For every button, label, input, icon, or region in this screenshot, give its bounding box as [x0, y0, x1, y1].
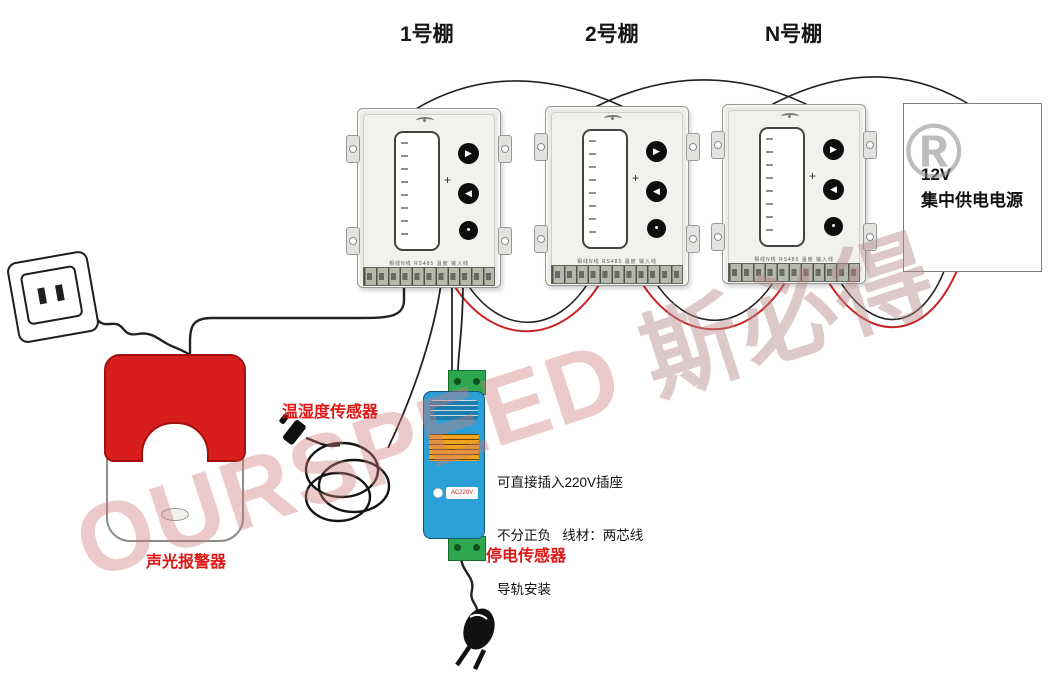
mounting-ear [346, 227, 360, 255]
module-terminal-top [448, 370, 486, 395]
plus-mark: + [444, 173, 452, 187]
note-line-2: 不分正负 线材：两芯线 [497, 528, 644, 544]
shed-1-label: 1号棚 [400, 23, 454, 46]
plus-mark: + [632, 171, 640, 185]
alarm-speaker-oval [161, 508, 189, 521]
bottom-power-wires [451, 265, 959, 333]
module-wire-2 [457, 283, 464, 373]
set-button: • [647, 219, 666, 238]
psu-label-line2: 集中供电电源 [921, 191, 1023, 211]
power-adapter [5, 249, 101, 345]
terminal-block [363, 267, 495, 286]
temp-sensor-label: 温湿度传感器 [282, 404, 379, 421]
psu-box: 12V 集中供电电源 [903, 103, 1042, 272]
mounting-ear [498, 227, 512, 255]
alarm-cable [188, 284, 406, 358]
psu-label: 12V 集中供电电源 [921, 162, 1023, 215]
module-orange-label [429, 434, 479, 461]
module-header-label [430, 400, 478, 420]
temp-sensor-cable [387, 283, 442, 449]
power-plug-icon [455, 608, 495, 670]
mounting-ear [534, 225, 548, 253]
right-arrow-button: ▶ [823, 139, 844, 160]
adapter-pin [55, 284, 65, 302]
set-button: • [459, 221, 478, 240]
power-sensor-label: 停电传感器 [486, 548, 567, 565]
mounting-ear [711, 131, 725, 159]
alarm-red-dome [104, 354, 246, 462]
device-display [759, 127, 805, 247]
module-terminal-bottom [448, 536, 486, 561]
mounting-ear [534, 133, 548, 161]
adapter-pin [37, 287, 47, 305]
installation-notes: 可直接插入220V插座 不分正负 线材：两芯线 导轨安装 [497, 438, 643, 634]
controller-device-n: ▶ + ◀ • 相线N线 RS485 温度 输入线 [711, 104, 877, 284]
mounting-ear [346, 135, 360, 163]
note-line-3: 导轨安装 [497, 581, 551, 597]
sensor-coil [304, 436, 391, 523]
module-led [433, 488, 443, 498]
module-voltage-tag: AC220V [446, 487, 478, 499]
left-arrow-button: ◀ [823, 179, 844, 200]
device-display [394, 131, 440, 251]
shed-n-label: N号棚 [765, 23, 823, 46]
plug-cable [459, 555, 479, 613]
adapter-face [19, 264, 84, 326]
mounting-ear [863, 223, 877, 251]
device-display [582, 129, 628, 249]
right-arrow-button: ▶ [646, 141, 667, 162]
terminal-block [551, 265, 683, 284]
top-daisy-chain-wires [401, 76, 973, 119]
terminal-block [728, 263, 860, 282]
terminal-labels: 相线N线 RS485 温度 输入线 [753, 257, 835, 263]
plus-mark: + [809, 169, 817, 183]
note-line-1: 可直接插入220V插座 [497, 474, 624, 490]
left-arrow-button: ◀ [458, 183, 479, 204]
right-arrow-button: ▶ [458, 143, 479, 164]
controller-device-2: ▶ + ◀ • 相线N线 RS485 温度 输入线 [534, 106, 700, 286]
set-button: • [824, 217, 843, 236]
mounting-ear [711, 223, 725, 251]
mounting-ear [686, 133, 700, 161]
mounting-ear [686, 225, 700, 253]
alarm-arch-cutout [141, 422, 209, 462]
power-fail-sensor-module: AC220V [423, 368, 486, 561]
mounting-ear [498, 135, 512, 163]
antenna-icon [416, 117, 434, 124]
module-body: AC220V [423, 391, 485, 539]
antenna-icon [604, 115, 622, 122]
psu-label-line1: 12V [921, 165, 952, 184]
antenna-icon [781, 113, 799, 120]
terminal-labels: 相线N线 RS485 温度 输入线 [388, 261, 470, 267]
shed-2-label: 2号棚 [585, 23, 639, 46]
left-arrow-button: ◀ [646, 181, 667, 202]
sensor-probe [279, 414, 306, 445]
adapter-cord [81, 304, 191, 356]
sound-light-alarm [104, 354, 246, 542]
mounting-ear [863, 131, 877, 159]
terminal-labels: 相线N线 RS485 温度 输入线 [576, 259, 658, 265]
alarm-label: 声光报警器 [146, 554, 227, 571]
controller-device-1: ▶ + ◀ • 相线N线 RS485 温度 输入线 [346, 108, 512, 288]
